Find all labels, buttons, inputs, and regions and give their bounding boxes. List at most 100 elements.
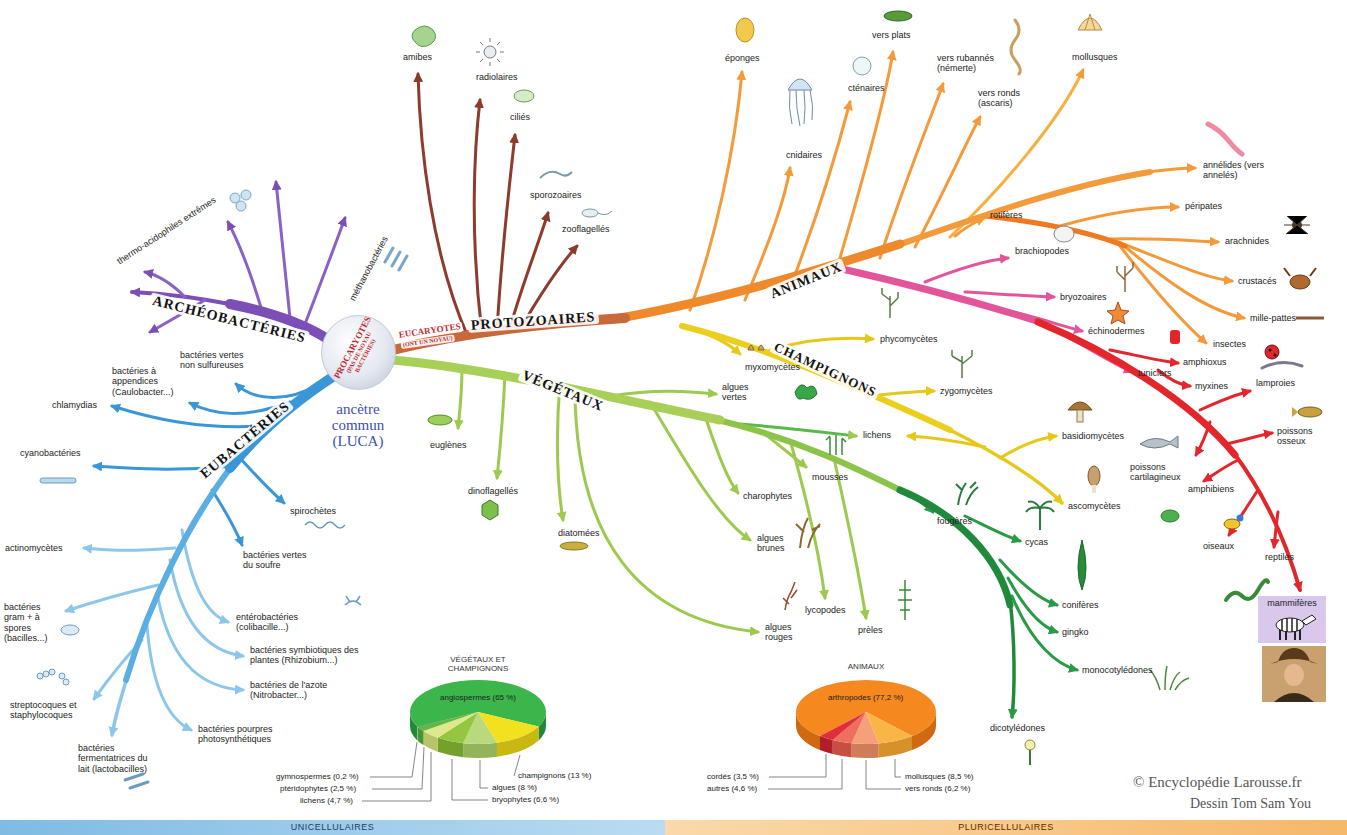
- taxon-label: dinoflagellés: [468, 486, 518, 496]
- tree-branch: [418, 74, 468, 337]
- tree-branch: [112, 406, 262, 427]
- tree-branch: [418, 74, 577, 337]
- group-name: ARCHÉOBACTÉRIES: [148, 292, 310, 346]
- organism-icon: [1298, 407, 1322, 417]
- tree-trunk: [985, 216, 1125, 246]
- taxon-label: thermo-acidophiles extrêmes: [115, 195, 218, 267]
- pie-label: angiospermes (65 %): [440, 693, 516, 702]
- taxon-label: spirochètes: [290, 506, 336, 516]
- taxon-label: cycas: [1025, 537, 1048, 547]
- taxon-label: cyanobactéries: [20, 448, 81, 458]
- group-name: ANIMAUX: [765, 258, 847, 303]
- tree-branch: [510, 213, 548, 328]
- taxon-label: basidiomycètes: [1062, 431, 1124, 441]
- tree-branch: [1118, 242, 1232, 281]
- taxon-label: algues brunes: [757, 533, 799, 554]
- organism-icon: [796, 518, 820, 548]
- taxon-label: algues rouges: [765, 622, 807, 643]
- leader-line: [372, 747, 424, 789]
- tree-trunk: [230, 376, 334, 468]
- organism-icon: [241, 190, 251, 200]
- organism-icon: [1107, 302, 1129, 324]
- pie-label: cordés (3,5 %): [707, 772, 759, 781]
- taxon-label: lamproies: [1256, 378, 1295, 388]
- organism-icon: [428, 415, 452, 425]
- pie-label: autres (4,6 %): [707, 784, 757, 793]
- taxon-label: streptocoques et staphylocoques: [10, 700, 92, 721]
- organism-icon: [63, 679, 69, 685]
- taxon-label: fougères: [937, 516, 972, 526]
- organism-icon: [788, 79, 812, 90]
- taxon-label: bactéries symbiotiques des plantes (Rhiz…: [250, 645, 368, 666]
- organism-icon: [882, 288, 898, 318]
- taxon-label: ascomycètes: [1068, 501, 1121, 511]
- organism-icon: [1054, 226, 1074, 242]
- taxon-label: diatomées: [558, 528, 600, 538]
- node-title: mammifères: [1262, 598, 1322, 609]
- taxon-label: mille-pattes: [1250, 313, 1296, 323]
- taxon-label: bactéries vertes du soufre: [243, 550, 313, 571]
- organism-icon: [40, 478, 76, 483]
- leader-line: [866, 760, 901, 789]
- scale-band: PLURICELLULAIRES: [665, 820, 1347, 835]
- taxon-label: bactéries gram + à spores (bacilles...): [4, 602, 60, 643]
- taxon-label: cténaires: [848, 83, 885, 93]
- taxon-label: rotifères: [990, 210, 1023, 220]
- tree-branch: [228, 222, 262, 311]
- tree-branch: [705, 416, 738, 493]
- organism-icon: [598, 211, 612, 215]
- organism-icon: [1025, 740, 1035, 750]
- organism-icon: [1270, 648, 1318, 664]
- organism-icon: [1161, 510, 1179, 522]
- taxon-label: lycopodes: [805, 605, 846, 615]
- pie-label: algues (8 %): [492, 783, 537, 792]
- taxon-label: poissons osseux: [1277, 426, 1329, 447]
- root-label: ancètre commun (LUCA): [318, 402, 398, 449]
- organism-icon: [1170, 330, 1180, 344]
- scale-band: UNICELLULAIRES: [0, 820, 665, 835]
- tree-branch: [170, 560, 243, 656]
- taxon-label: gingko: [1062, 627, 1089, 637]
- tree-branch: [690, 52, 1244, 343]
- tree-trunk: [838, 268, 1040, 322]
- pie-label: arthropodes (77,2 %): [828, 693, 903, 702]
- leader-line: [362, 742, 901, 801]
- highlight-box: mammifères: [1258, 596, 1326, 643]
- tree-branch: [610, 391, 716, 396]
- organism-icon: [789, 90, 812, 126]
- taxon-label: méthanobactéries: [347, 235, 390, 303]
- taxon-label: éponges: [725, 53, 760, 63]
- taxon-label: amphibiens: [1188, 484, 1234, 494]
- taxon-label: bryozoaires: [1060, 292, 1107, 302]
- taxon-label: arachnides: [1225, 236, 1269, 246]
- organism-icon: [1274, 354, 1277, 357]
- organism-icon: [783, 582, 797, 610]
- taxon-label: brachiopodes: [1015, 246, 1069, 256]
- organism-icon: [853, 57, 871, 75]
- taxon-label: zooflagellés: [562, 224, 610, 234]
- pie-title: VÉGÉTAUX ET CHAMPIGNONS: [423, 655, 533, 673]
- organism-icon: [1208, 124, 1242, 154]
- tree-trunk: [393, 360, 720, 420]
- taxon-label: péripates: [1185, 201, 1222, 211]
- organism-icon: [1274, 693, 1314, 702]
- zebra-icon: [1262, 611, 1322, 641]
- organism-icon: [1262, 362, 1302, 368]
- organism-icon: [736, 18, 754, 42]
- tree-branch: [182, 530, 228, 622]
- taxon-label: tuniciers: [1138, 368, 1172, 378]
- tree-branch: [276, 182, 290, 318]
- taxon-label: prèles: [858, 625, 883, 635]
- tree-branch: [1233, 452, 1300, 590]
- tree-branch: [94, 384, 318, 545]
- taxon-label: bactéries fermentatrices du lait (lactob…: [78, 743, 152, 774]
- taxon-label: phycomycètes: [880, 334, 938, 344]
- taxon-label: sporozoaires: [530, 190, 582, 200]
- tree-branch: [950, 70, 1083, 237]
- organism-icon: [1265, 345, 1279, 359]
- taxon-label: monocotylédones: [1082, 665, 1153, 675]
- tree-trunk: [718, 420, 902, 491]
- tree-branch: [790, 440, 825, 598]
- leader-line: [480, 760, 488, 788]
- tree-branch: [158, 598, 243, 690]
